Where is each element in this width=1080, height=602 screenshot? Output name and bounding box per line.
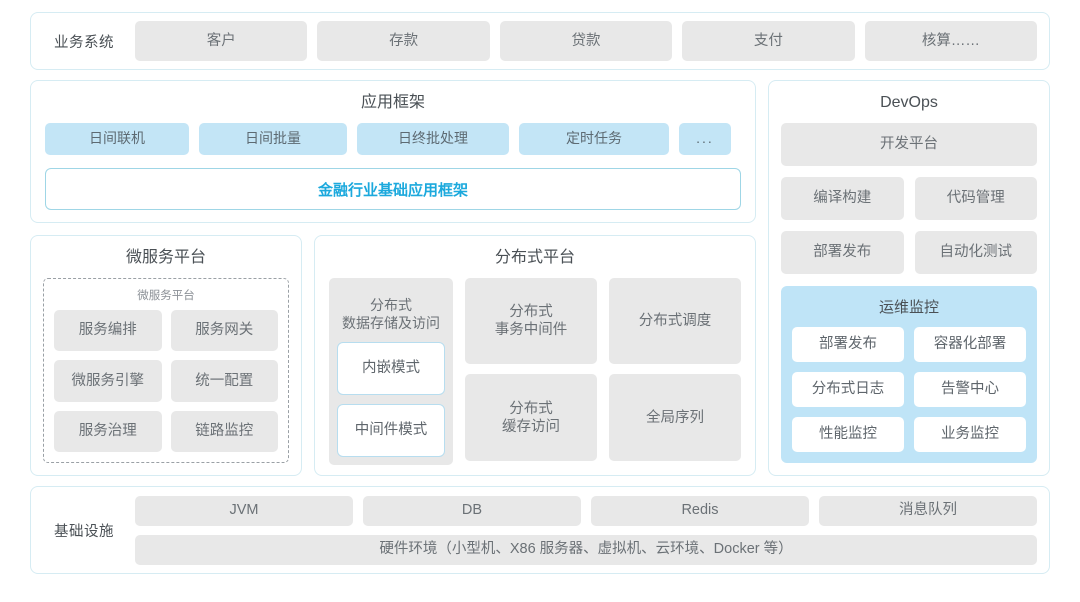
devops-row-1: 编译构建 代码管理: [781, 177, 1037, 220]
microservice-platform-title: 微服务平台: [125, 248, 206, 266]
devops-code-management[interactable]: 代码管理: [914, 177, 1037, 220]
app-framework-panel: 应用框架 日间联机 日间批量 日终批处理 定时任务 ... 金融行业基础应用框架: [30, 80, 756, 223]
middle-left-column: 应用框架 日间联机 日间批量 日终批处理 定时任务 ... 金融行业基础应用框架…: [30, 80, 756, 476]
distributed-data-storage-title: 分布式 数据存储及访问: [337, 286, 445, 342]
distributed-platform-title: 分布式平台: [494, 248, 575, 266]
distributed-transaction-middleware[interactable]: 分布式事务中间件: [465, 277, 597, 365]
distributed-platform-panel: 分布式平台 分布式 数据存储及访问 内嵌模式 中间件模式: [314, 234, 756, 476]
middle-section: 应用框架 日间联机 日间批量 日终批处理 定时任务 ... 金融行业基础应用框架…: [30, 80, 1050, 476]
ms-item-service-gateway[interactable]: 服务网关: [170, 309, 278, 352]
ops-item-alert-center[interactable]: 告警中心: [913, 371, 1027, 408]
devops-automated-testing[interactable]: 自动化测试: [914, 231, 1037, 274]
app-framework-item-daytime-online[interactable]: 日间联机: [45, 123, 189, 155]
app-framework-item-more[interactable]: ...: [679, 123, 731, 155]
infra-item-redis[interactable]: Redis: [591, 495, 809, 526]
ops-monitoring-title: 运维监控: [878, 299, 939, 316]
distributed-scheduling[interactable]: 分布式调度: [609, 277, 741, 365]
distributed-cache-access-text: 分布式缓存访问: [502, 400, 560, 435]
infrastructure-panel: 基础设施 JVM DB Redis 消息队列 硬件环境（小型机、X86 服务器、…: [30, 486, 1050, 574]
app-framework-chip-row: 日间联机 日间批量 日终批处理 定时任务 ...: [45, 123, 741, 155]
distributed-cache-access[interactable]: 分布式缓存访问: [465, 374, 597, 461]
ms-item-service-governance[interactable]: 服务治理: [54, 410, 162, 452]
infra-item-db[interactable]: DB: [363, 495, 581, 526]
business-system-accounting[interactable]: 核算……: [864, 21, 1038, 61]
app-framework-item-daytime-batch[interactable]: 日间批量: [199, 123, 347, 155]
storage-mode-middleware[interactable]: 中间件模式: [337, 404, 445, 458]
distributed-middle-column: 分布式事务中间件 分布式缓存访问: [465, 277, 597, 461]
global-sequence[interactable]: 全局序列: [609, 374, 741, 461]
ms-item-unified-config[interactable]: 统一配置: [170, 360, 278, 402]
ops-item-distributed-log[interactable]: 分布式日志: [791, 371, 905, 408]
microservice-platform-inner-title: 微服务平台: [137, 289, 195, 302]
distributed-right-column: 分布式调度 全局序列: [609, 277, 741, 461]
ops-item-business-monitoring[interactable]: 业务监控: [913, 416, 1027, 453]
distributed-data-storage-title-line1: 分布式: [370, 296, 412, 313]
infra-item-message-queue[interactable]: 消息队列: [819, 495, 1037, 526]
infrastructure-items-row: JVM DB Redis 消息队列: [135, 495, 1037, 526]
infra-item-jvm[interactable]: JVM: [135, 495, 353, 526]
distributed-data-storage-box[interactable]: 分布式 数据存储及访问 内嵌模式 中间件模式: [329, 277, 453, 466]
app-framework-item-eod-batch[interactable]: 日终批处理: [357, 123, 509, 155]
devops-column: DevOps 开发平台 编译构建 代码管理 部署发布 自动化测试 运维监控 部署…: [768, 80, 1050, 476]
microservice-platform-panel: 微服务平台 微服务平台 服务编排 服务网关 微服务引擎 统一配置 服务治理 链路…: [30, 234, 302, 476]
devops-compile-build[interactable]: 编译构建: [781, 177, 904, 220]
business-system-loan[interactable]: 贷款: [499, 21, 673, 61]
business-systems-label: 业务系统: [54, 34, 114, 51]
ms-item-microservice-engine[interactable]: 微服务引擎: [54, 360, 162, 402]
ms-item-service-orchestration[interactable]: 服务编排: [54, 309, 162, 352]
business-system-customer[interactable]: 客户: [135, 21, 308, 61]
app-framework-item-scheduled-task[interactable]: 定时任务: [519, 123, 669, 155]
devops-dev-platform[interactable]: 开发平台: [781, 123, 1037, 166]
finance-base-framework-bar[interactable]: 金融行业基础应用框架: [45, 168, 741, 210]
microservice-platform-grid: 服务编排 服务网关 微服务引擎 统一配置 服务治理 链路监控: [54, 309, 278, 452]
devops-panel: DevOps 开发平台 编译构建 代码管理 部署发布 自动化测试 运维监控 部署…: [768, 80, 1050, 476]
ops-item-deploy-release[interactable]: 部署发布: [791, 326, 905, 363]
infrastructure-label: 基础设施: [54, 523, 114, 540]
infra-hardware-environment[interactable]: 硬件环境（小型机、X86 服务器、虚拟机、云环境、Docker 等）: [135, 534, 1037, 565]
ops-item-containerized-deploy[interactable]: 容器化部署: [913, 326, 1027, 363]
ops-monitoring-grid: 部署发布 容器化部署 分布式日志 告警中心 性能监控 业务监控: [791, 326, 1027, 453]
devops-deploy-release[interactable]: 部署发布: [781, 231, 904, 274]
business-systems-panel: 业务系统 客户 存款 贷款 支付 核算……: [30, 12, 1050, 70]
ms-item-trace-monitoring[interactable]: 链路监控: [170, 410, 278, 452]
ops-item-performance-monitoring[interactable]: 性能监控: [791, 416, 905, 453]
distributed-data-storage-title-line2: 数据存储及访问: [342, 314, 440, 331]
lower-panels: 微服务平台 微服务平台 服务编排 服务网关 微服务引擎 统一配置 服务治理 链路…: [30, 234, 756, 476]
ops-monitoring-panel: 运维监控 部署发布 容器化部署 分布式日志 告警中心 性能监控 业务监控: [781, 286, 1037, 463]
business-system-payment[interactable]: 支付: [682, 21, 855, 61]
infrastructure-stack: JVM DB Redis 消息队列 硬件环境（小型机、X86 服务器、虚拟机、云…: [135, 495, 1037, 565]
devops-row-2: 部署发布 自动化测试: [781, 231, 1037, 274]
distributed-storage-column: 分布式 数据存储及访问 内嵌模式 中间件模式: [329, 277, 453, 466]
microservice-platform-inner-box: 微服务平台 服务编排 服务网关 微服务引擎 统一配置 服务治理 链路监控: [43, 277, 289, 463]
distributed-transaction-middleware-text: 分布式事务中间件: [494, 303, 568, 338]
devops-title: DevOps: [880, 94, 938, 111]
app-framework-title: 应用框架: [360, 94, 425, 111]
business-system-deposit[interactable]: 存款: [317, 21, 490, 61]
storage-mode-embedded[interactable]: 内嵌模式: [337, 342, 445, 396]
distributed-platform-body: 分布式 数据存储及访问 内嵌模式 中间件模式 分布式事务中间件: [315, 277, 755, 475]
